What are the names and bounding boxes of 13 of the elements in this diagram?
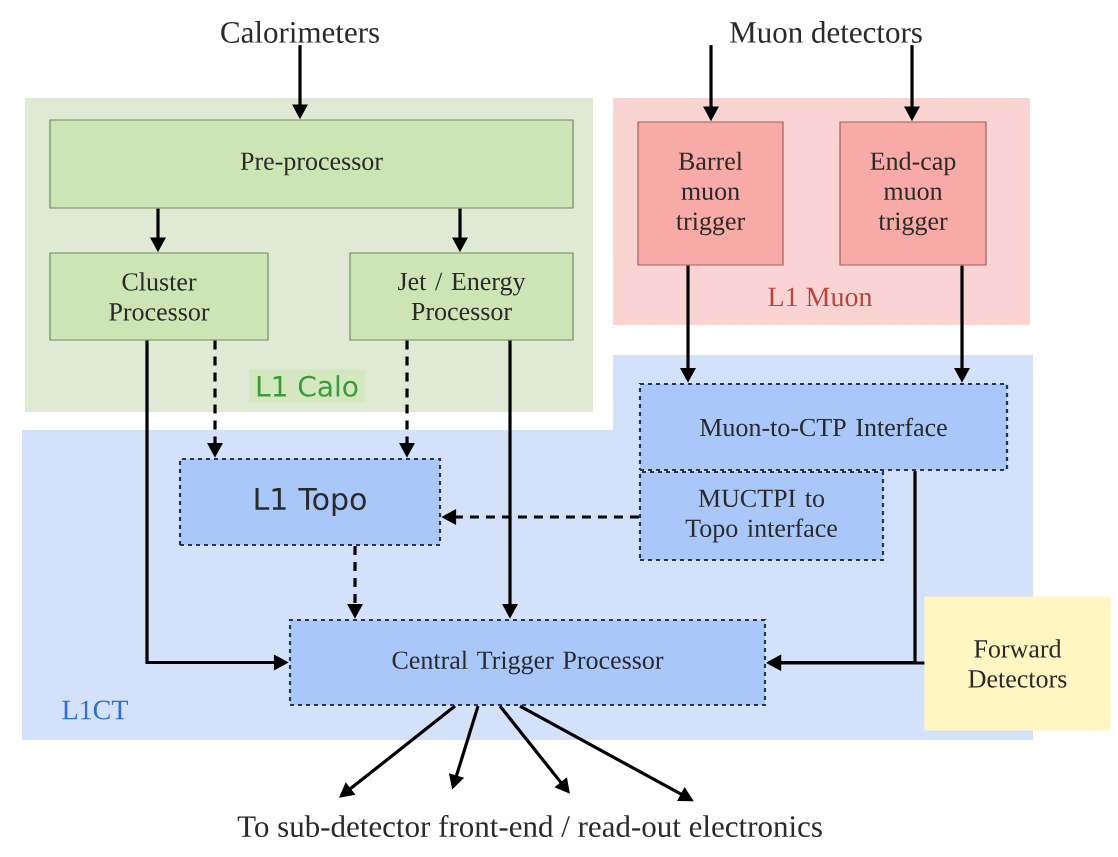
process-box: Jet / Energy Processor — [349, 252, 574, 341]
process-box: Barrel muon trigger — [637, 121, 784, 266]
process-box: MUCTPI to Topo interface — [638, 470, 885, 562]
process-box: L1 Topo — [178, 457, 442, 547]
heading-text: Muon detectors — [730, 21, 922, 43]
process-box: Cluster Processor — [49, 252, 269, 341]
process-box: End-cap muon trigger — [839, 121, 987, 266]
process-box: Pre-processor — [49, 119, 574, 209]
process-box: Muon-to-CTP Interface — [638, 382, 1009, 472]
heading-text: Calorimeters — [221, 21, 379, 43]
heading-text: To sub-detector front-end / read-out electronics — [237, 814, 822, 838]
process-box: Central Trigger Processor — [288, 618, 767, 707]
process-box: Forward Detectors — [924, 596, 1111, 731]
